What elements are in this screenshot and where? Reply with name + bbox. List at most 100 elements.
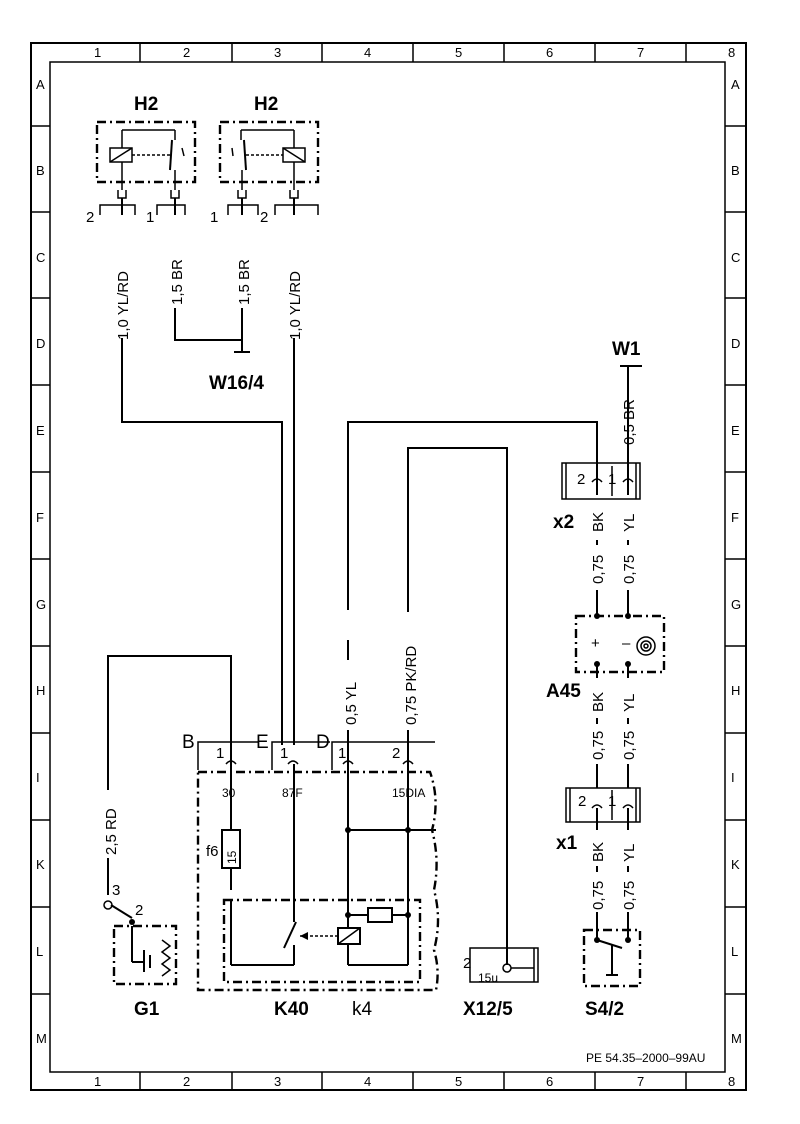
conn-b-label: B bbox=[182, 732, 195, 753]
row-label: C bbox=[36, 250, 45, 265]
wire-label: 0,75 bbox=[590, 881, 607, 910]
col-label: 4 bbox=[364, 1074, 371, 1089]
row-label: M bbox=[731, 1031, 742, 1046]
row-label: B bbox=[731, 163, 740, 178]
wires-h2 bbox=[121, 308, 295, 745]
pin-label: 1 bbox=[608, 471, 616, 488]
row-label: D bbox=[36, 336, 45, 351]
wire-label: YL bbox=[621, 844, 638, 862]
wire-label: 0,75 bbox=[590, 555, 607, 584]
col-label: 6 bbox=[546, 1074, 553, 1089]
row-label: F bbox=[36, 510, 44, 525]
row-label: E bbox=[731, 423, 740, 438]
wire-label: 1,0 YL/RD bbox=[115, 271, 132, 340]
row-label: I bbox=[731, 770, 735, 785]
diagram-frame: 1 2 3 4 5 6 7 8 1 2 3 4 5 6 7 8 A B C D … bbox=[30, 42, 747, 1091]
pin-label: 1 bbox=[608, 793, 616, 810]
conn-e-label: E bbox=[256, 732, 269, 753]
fuse-id: f6 bbox=[206, 843, 219, 860]
col-label: 4 bbox=[364, 45, 371, 60]
row-label: H bbox=[731, 683, 740, 698]
row-label: G bbox=[36, 597, 46, 612]
pin-label: 2 bbox=[260, 209, 268, 226]
fuse-value: 15 bbox=[225, 850, 239, 864]
a45-component: + – bbox=[574, 613, 666, 674]
col-label: 7 bbox=[637, 1074, 644, 1089]
pin-label: + bbox=[591, 635, 600, 652]
pin-label: 3 bbox=[112, 882, 120, 899]
row-label: C bbox=[731, 250, 740, 265]
s4-2-switch bbox=[582, 928, 642, 988]
row-label: K bbox=[731, 857, 740, 872]
wire-label: 0,75 bbox=[590, 731, 607, 760]
pin-label: 2 bbox=[392, 745, 400, 762]
col-label: 1 bbox=[94, 45, 101, 60]
pin-label: 2 bbox=[578, 793, 586, 810]
pin-label: – bbox=[622, 635, 631, 652]
wire-label: BK bbox=[590, 512, 607, 532]
w16-4-label: W16/4 bbox=[209, 373, 264, 394]
pin-label: 2 bbox=[463, 955, 471, 972]
pin-label: 2 bbox=[577, 471, 585, 488]
pin-label: 1 bbox=[216, 745, 224, 762]
h2-left-component: H2 2 1 bbox=[86, 94, 197, 226]
row-label: L bbox=[731, 944, 738, 959]
wire-label: 2,5 RD bbox=[103, 808, 120, 855]
wire-label: 1,5 BR bbox=[169, 259, 186, 305]
pin-label: 1 bbox=[210, 209, 218, 226]
wire-label: YL bbox=[621, 694, 638, 712]
k4-label: k4 bbox=[352, 999, 373, 1020]
pin-label: 1 bbox=[280, 745, 288, 762]
row-label: M bbox=[36, 1031, 47, 1046]
wire-label: 0,75 bbox=[621, 555, 638, 584]
g1-component: 3 2 bbox=[103, 655, 232, 986]
col-label: 2 bbox=[183, 45, 190, 60]
row-label: L bbox=[36, 944, 43, 959]
x12-5-label: X12/5 bbox=[463, 999, 513, 1020]
col-label: 3 bbox=[274, 45, 281, 60]
wire-label: BK bbox=[590, 842, 607, 862]
wire-label: 0,75 bbox=[621, 731, 638, 760]
row-label: G bbox=[731, 597, 741, 612]
conn-d-label: D bbox=[316, 732, 330, 753]
wire-label: BK bbox=[590, 692, 607, 712]
row-label: B bbox=[36, 163, 45, 178]
x12-5-connector: 2 15u bbox=[463, 947, 539, 985]
wire-label: 1,0 YL/RD bbox=[287, 271, 304, 340]
doc-ref: PE 54.35–2000–99AU bbox=[586, 1051, 705, 1065]
s4-2-label: S4/2 bbox=[585, 999, 624, 1020]
wire-label: 0,5 YL bbox=[343, 682, 360, 725]
pin-label: 2 bbox=[86, 209, 94, 226]
w1-label: W1 bbox=[612, 339, 641, 360]
col-label: 1 bbox=[94, 1074, 101, 1089]
col-label: 3 bbox=[274, 1074, 281, 1089]
col-label: 5 bbox=[455, 45, 462, 60]
row-label: D bbox=[731, 336, 740, 351]
col-label: 7 bbox=[637, 45, 644, 60]
x2-connector: 2 1 bbox=[347, 421, 641, 965]
row-label: E bbox=[36, 423, 45, 438]
col-label: 8 bbox=[728, 45, 735, 60]
pin-label: 1 bbox=[146, 209, 154, 226]
h2-right-component: H2 1 2 bbox=[210, 94, 320, 226]
h2-right-label: H2 bbox=[254, 94, 278, 115]
h2-left-label: H2 bbox=[134, 94, 158, 115]
wire-label: 1,5 BR bbox=[236, 259, 253, 305]
row-label: K bbox=[36, 857, 45, 872]
wire-label: YL bbox=[621, 514, 638, 532]
k40-module: B E D 1 1 1 2 30 87F 15DIA f6 15 bbox=[182, 732, 440, 992]
col-label: 8 bbox=[728, 1074, 735, 1089]
k40-label: K40 bbox=[274, 999, 309, 1020]
row-label: A bbox=[36, 77, 45, 92]
pin-label: 15u bbox=[478, 971, 498, 985]
row-label: I bbox=[36, 770, 40, 785]
x2-label: x2 bbox=[553, 512, 574, 533]
x1-label: x1 bbox=[556, 833, 578, 854]
col-label: 6 bbox=[546, 45, 553, 60]
row-label: A bbox=[731, 77, 740, 92]
wire-label: 0,5 BR bbox=[621, 399, 638, 445]
row-label: H bbox=[36, 683, 45, 698]
g1-label: G1 bbox=[134, 999, 160, 1020]
row-label: F bbox=[731, 510, 739, 525]
